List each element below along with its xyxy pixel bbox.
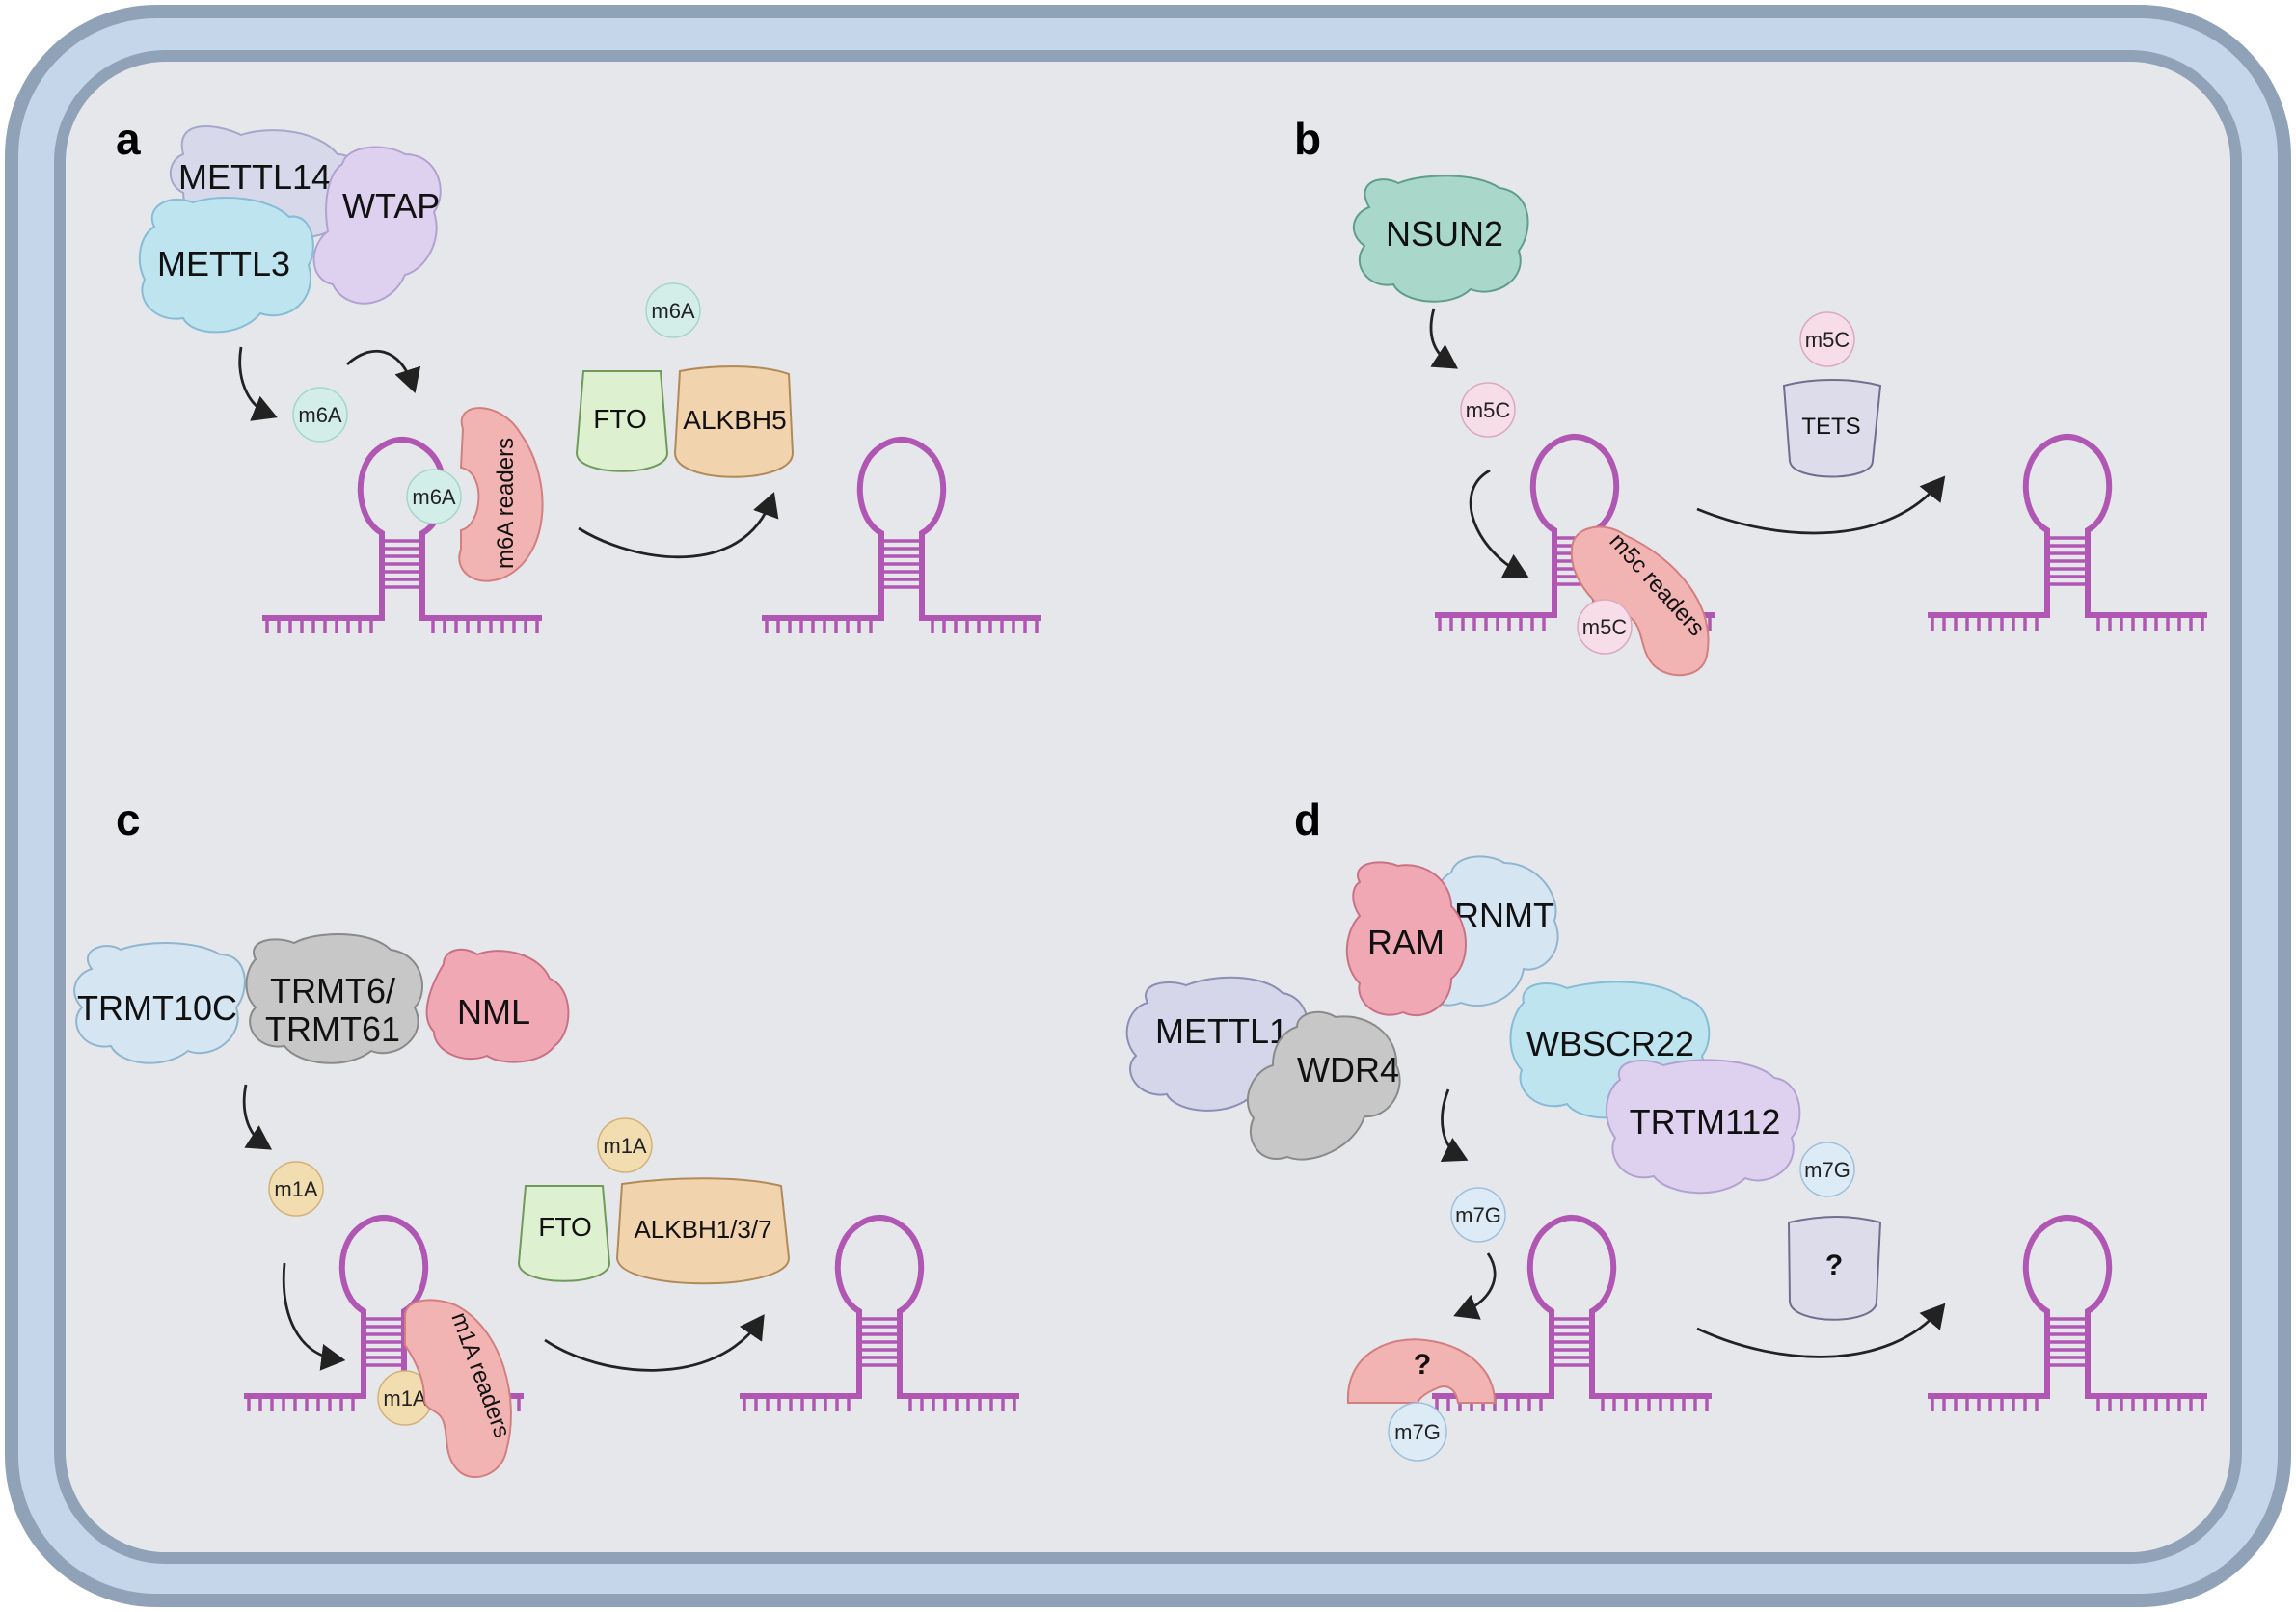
arrow-demethylation-d: [1696, 1303, 1946, 1358]
m7g-reader-question: ?: [1414, 1349, 1431, 1381]
arrow-demethylation-c: [544, 1314, 765, 1372]
fto-eraser-a: FTO: [575, 370, 669, 472]
arrow-demethylation-b: [1696, 475, 1946, 535]
nsun2-protein: NSUN2: [1352, 175, 1529, 303]
panel-a-label: a: [116, 114, 141, 164]
wdr4-label: WDR4: [1297, 1050, 1399, 1089]
arrow-demethylation-a: [578, 492, 779, 559]
mettl14-label: METTL14: [178, 157, 331, 197]
m6a-reader-protein: m6A readers: [458, 407, 544, 582]
m5c-removed-mark: [1799, 311, 1855, 367]
m1a-free-label: m1A: [274, 1177, 318, 1201]
m7g-unknown-reader: ?: [1346, 1338, 1497, 1404]
m6a-removed-label: m6A: [651, 299, 695, 323]
rnmt-label: RNMT: [1454, 896, 1554, 935]
nml-label: NML: [457, 992, 530, 1032]
arrow-writer-to-m6a: [238, 346, 278, 421]
m5c-bound-label: m5C: [1582, 615, 1628, 639]
m6a-bound-mark: [406, 469, 462, 524]
wdr4-protein: WDR4: [1247, 1010, 1401, 1161]
panel-c: c TRMT10C TRMT6/ TRMT61 NML m1A m1A m1A …: [73, 794, 1019, 1479]
trmt6-label: TRMT6/: [270, 971, 395, 1010]
m5c-free-label: m5C: [1466, 398, 1511, 422]
m7g-free-label: m7G: [1455, 1203, 1501, 1227]
panel-b-label: b: [1294, 114, 1321, 164]
m6a-bound-label: m6A: [412, 485, 456, 509]
nsun2-label: NSUN2: [1386, 214, 1503, 254]
ram-protein: RAM: [1345, 861, 1467, 1017]
arrow-m1a-to-rna: [282, 1262, 346, 1371]
panel-b: b NSUN2 m5C m5c readers m5C m5C TETS: [1294, 114, 2207, 677]
m5c-removed-label: m5C: [1805, 328, 1850, 352]
panel-d-label: d: [1294, 794, 1321, 845]
m7g-eraser-question: ?: [1825, 1249, 1843, 1281]
fto-eraser-c: FTO: [517, 1185, 611, 1282]
m7g-free-mark: [1450, 1187, 1506, 1243]
wtap-label: WTAP: [342, 186, 440, 226]
m6a-free-label: m6A: [298, 403, 342, 427]
m1a-bound-label: m1A: [383, 1386, 427, 1410]
arrow-m7g-to-reader: [1453, 1252, 1497, 1320]
m7g-bound-mark: [1388, 1402, 1447, 1462]
m7g-removed-label: m7G: [1804, 1158, 1850, 1182]
ram-label: RAM: [1367, 923, 1445, 962]
m6a-removed-mark: [645, 282, 701, 338]
arrow-writer-to-m1a: [242, 1084, 273, 1150]
trmt6-trmt61-protein: TRMT6/ TRMT61: [245, 932, 423, 1064]
m7g-removed-mark: [1799, 1142, 1855, 1197]
mettl1-label: METTL1: [1155, 1011, 1288, 1051]
tets-label: TETS: [1801, 414, 1860, 440]
wtap-protein: WTAP: [312, 146, 442, 305]
panel-d: d RNMT RAM METTL1 WDR4 WBSCR22 TRTM112 m…: [1125, 794, 2207, 1462]
trmt10c-label: TRMT10C: [77, 988, 237, 1028]
tets-eraser: TETS: [1782, 379, 1882, 478]
panel-c-label: c: [116, 794, 141, 845]
trtm112-label: TRTM112: [1630, 1102, 1781, 1142]
arrow-writer-to-m5c: [1429, 308, 1459, 369]
m1a-removed-label: m1A: [603, 1134, 647, 1158]
m1a-removed-mark: [597, 1117, 653, 1173]
alkbh5-eraser: ALKBH5: [673, 365, 795, 478]
nml-protein: NML: [425, 948, 570, 1063]
arrow-m6a-to-rna: [346, 349, 421, 393]
alkbh5-label: ALKBH5: [683, 405, 786, 435]
fto-label-c: FTO: [538, 1212, 591, 1242]
panel-a: a METTL14 WTAP METTL3 m6A m6A m6A reader…: [116, 114, 1041, 633]
arrow-m5c-to-rna: [1469, 469, 1529, 578]
m5c-bound-mark: [1577, 599, 1633, 655]
mettl3-protein: METTL3: [138, 197, 314, 334]
alkbh137-eraser: ALKBH1/3/7: [615, 1177, 791, 1285]
trtm112-protein: TRTM112: [1605, 1059, 1801, 1195]
arrow-writer-to-m7g: [1440, 1088, 1469, 1162]
wbscr22-label: WBSCR22: [1526, 1024, 1694, 1063]
m6a-reader-label: m6A readers: [493, 438, 519, 569]
m5c-free-mark: [1460, 382, 1516, 438]
m7g-unknown-eraser: ?: [1787, 1216, 1882, 1321]
alkbh137-label: ALKBH1/3/7: [634, 1215, 771, 1244]
fto-label-a: FTO: [593, 404, 646, 434]
m6a-free-mark: [292, 387, 348, 443]
m7g-bound-label: m7G: [1394, 1420, 1441, 1444]
trmt61-label: TRMT61: [265, 1009, 400, 1049]
trmt10c-protein: TRMT10C: [73, 942, 246, 1064]
m1a-free-mark: [268, 1161, 324, 1217]
mettl3-label: METTL3: [157, 244, 290, 283]
